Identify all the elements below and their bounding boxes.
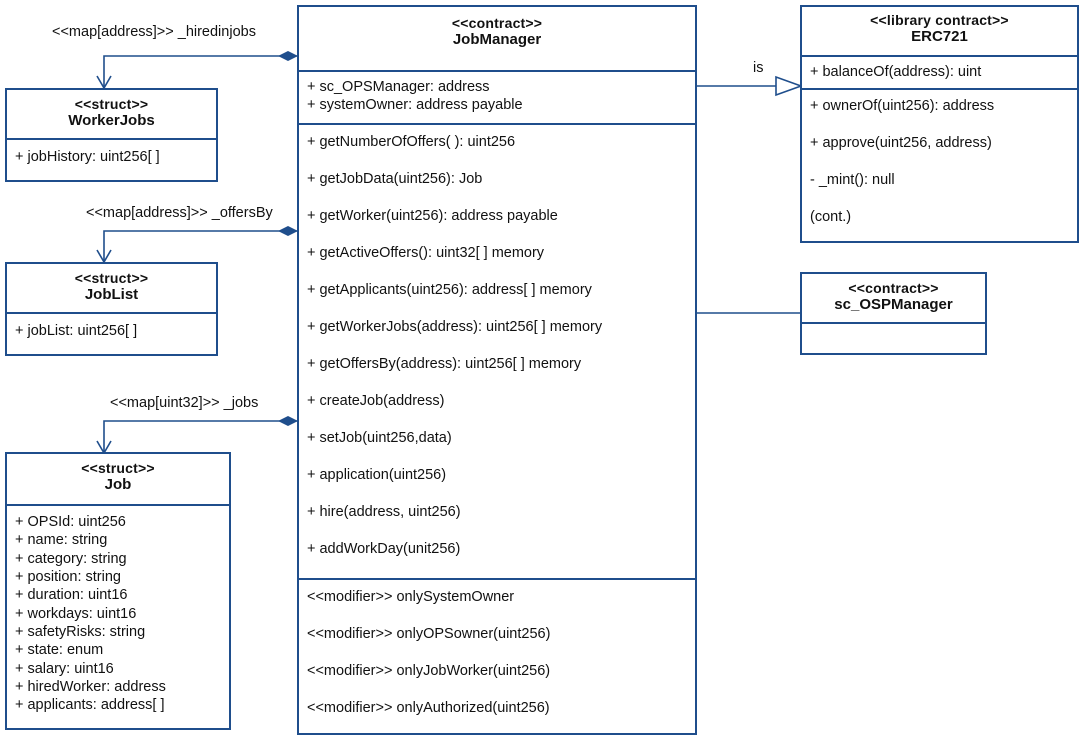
job-struct: <<struct>> Job + OPSId: uint256 + name: …: [5, 452, 231, 730]
erc721-name: ERC721: [911, 28, 968, 45]
ospmanager-header: <<contract>> sc_OSPManager: [802, 274, 985, 324]
hiredinjobs-association-line: [103, 55, 298, 88]
erc721-attributes: + balanceOf(address): uint: [802, 57, 1077, 90]
hiredinjobs-composition-diamond: [278, 51, 298, 61]
jobs-association-line: [103, 420, 298, 453]
job-header: <<struct>> Job: [7, 454, 229, 506]
attribute-row: + systemOwner: address payable: [307, 97, 523, 113]
workerjobs-struct: <<struct>> WorkerJobs + jobHistory: uint…: [5, 88, 218, 182]
joblist-name: JobList: [84, 286, 139, 303]
jobmanager-attributes: + sc_OPSManager: address + systemOwner: …: [299, 72, 695, 125]
job-name: Job: [104, 476, 132, 493]
method-row: + createJob(address): [307, 393, 445, 409]
field-row: + safetyRisks: string: [15, 624, 146, 640]
offersby-composition-diamond: [278, 226, 298, 236]
erc721-methods: + ownerOf(uint256): address + approve(ui…: [802, 90, 1077, 240]
method-row: + getJobData(uint256): Job: [307, 171, 483, 187]
method-row: + getOffersBy(address): uint256[ ] memor…: [307, 356, 582, 372]
offersby-association-line: [103, 230, 298, 262]
method-row: + hire(address, uint256): [307, 504, 461, 520]
field-row: + duration: uint16: [15, 587, 128, 603]
modifier-row: <<modifier>> onlySystemOwner: [307, 589, 515, 605]
field-row: + hiredWorker: address: [15, 679, 166, 695]
method-row: + application(uint256): [307, 467, 447, 483]
field-row: + applicants: address[ ]: [15, 697, 165, 713]
method-row: + approve(uint256, address): [810, 135, 992, 151]
method-row: (cont.): [810, 209, 852, 225]
method-row: + getWorkerJobs(address): uint256[ ] mem…: [307, 319, 603, 335]
method-row: + getApplicants(uint256): address[ ] mem…: [307, 282, 592, 298]
method-row: + getNumberOfOffers( ): uint256: [307, 134, 516, 150]
jobmanager-header: <<contract>> JobManager: [299, 7, 695, 72]
workerjobs-stereotype: <<struct>>: [74, 96, 149, 112]
joblist-fields: + jobList: uint256[ ]: [7, 314, 216, 354]
hiredinjobs-label: <<map[address]>> _hiredinjobs: [52, 24, 256, 40]
job-stereotype: <<struct>>: [81, 460, 155, 476]
jobmanager-modifiers: <<modifier>> onlySystemOwner <<modifier>…: [299, 580, 695, 730]
field-row: + salary: uint16: [15, 660, 114, 677]
attribute-row: + sc_OPSManager: address: [307, 79, 490, 95]
jobs-composition-diamond: [278, 416, 298, 426]
jobs-label: <<map[uint32]>> _jobs: [110, 395, 259, 411]
field-row: + name: string: [15, 532, 108, 548]
field-row: + OPSId: uint256: [15, 514, 126, 530]
offersby-label: <<map[address]>> _offersBy: [86, 205, 273, 221]
jobmanager-class: <<contract>> JobManager + sc_OPSManager:…: [297, 5, 697, 735]
erc721-stereotype: <<library contract>>: [870, 12, 1009, 28]
workerjobs-header: <<struct>> WorkerJobs: [7, 90, 216, 140]
jobmanager-stereotype: <<contract>>: [451, 15, 543, 31]
method-row: + getWorker(uint256): address payable: [307, 208, 558, 224]
job-fields: + OPSId: uint256 + name: string + catego…: [7, 506, 229, 728]
modifier-row: <<modifier>> onlyAuthorized(uint256): [307, 700, 550, 716]
ospmanager-stereotype: <<contract>>: [848, 280, 939, 296]
inheritance-label: is: [753, 60, 764, 76]
field-row: + jobHistory: uint256[ ]: [15, 149, 160, 165]
method-row: + setJob(uint256,data): [307, 430, 452, 446]
modifier-row: <<modifier>> onlyOPSowner(uint256): [307, 626, 551, 642]
workerjobs-fields: + jobHistory: uint256[ ]: [7, 140, 216, 180]
erc721-class: <<library contract>> ERC721 + balanceOf(…: [800, 5, 1079, 243]
joblist-struct: <<struct>> JobList + jobList: uint256[ ]: [5, 262, 218, 356]
method-row: - _mint(): null: [810, 172, 895, 188]
ospmanager-name: sc_OSPManager: [834, 296, 953, 313]
field-row: + category: string: [15, 550, 127, 567]
joblist-stereotype: <<struct>>: [74, 270, 149, 286]
field-row: + jobList: uint256[ ]: [15, 323, 138, 339]
attribute-row: + balanceOf(address): uint: [810, 64, 982, 80]
modifier-row: <<modifier>> onlyJobWorker(uint256): [307, 663, 551, 679]
method-row: + addWorkDay(unit256): [307, 541, 461, 557]
method-row: + getActiveOffers(): uint32[ ] memory: [307, 245, 545, 261]
jobmanager-methods: + getNumberOfOffers( ): uint256 + getJob…: [299, 125, 695, 580]
ospmanager-class: <<contract>> sc_OSPManager: [800, 272, 987, 355]
erc721-header: <<library contract>> ERC721: [802, 7, 1077, 57]
field-row: + position: string: [15, 569, 121, 585]
jobmanager-name: JobManager: [452, 31, 542, 48]
field-row: + state: enum: [15, 642, 104, 658]
inheritance-triangle: [775, 75, 804, 97]
method-row: + ownerOf(uint256): address: [810, 98, 995, 114]
workerjobs-name: WorkerJobs: [68, 112, 155, 129]
field-row: + workdays: uint16: [15, 605, 137, 622]
joblist-header: <<struct>> JobList: [7, 264, 216, 314]
